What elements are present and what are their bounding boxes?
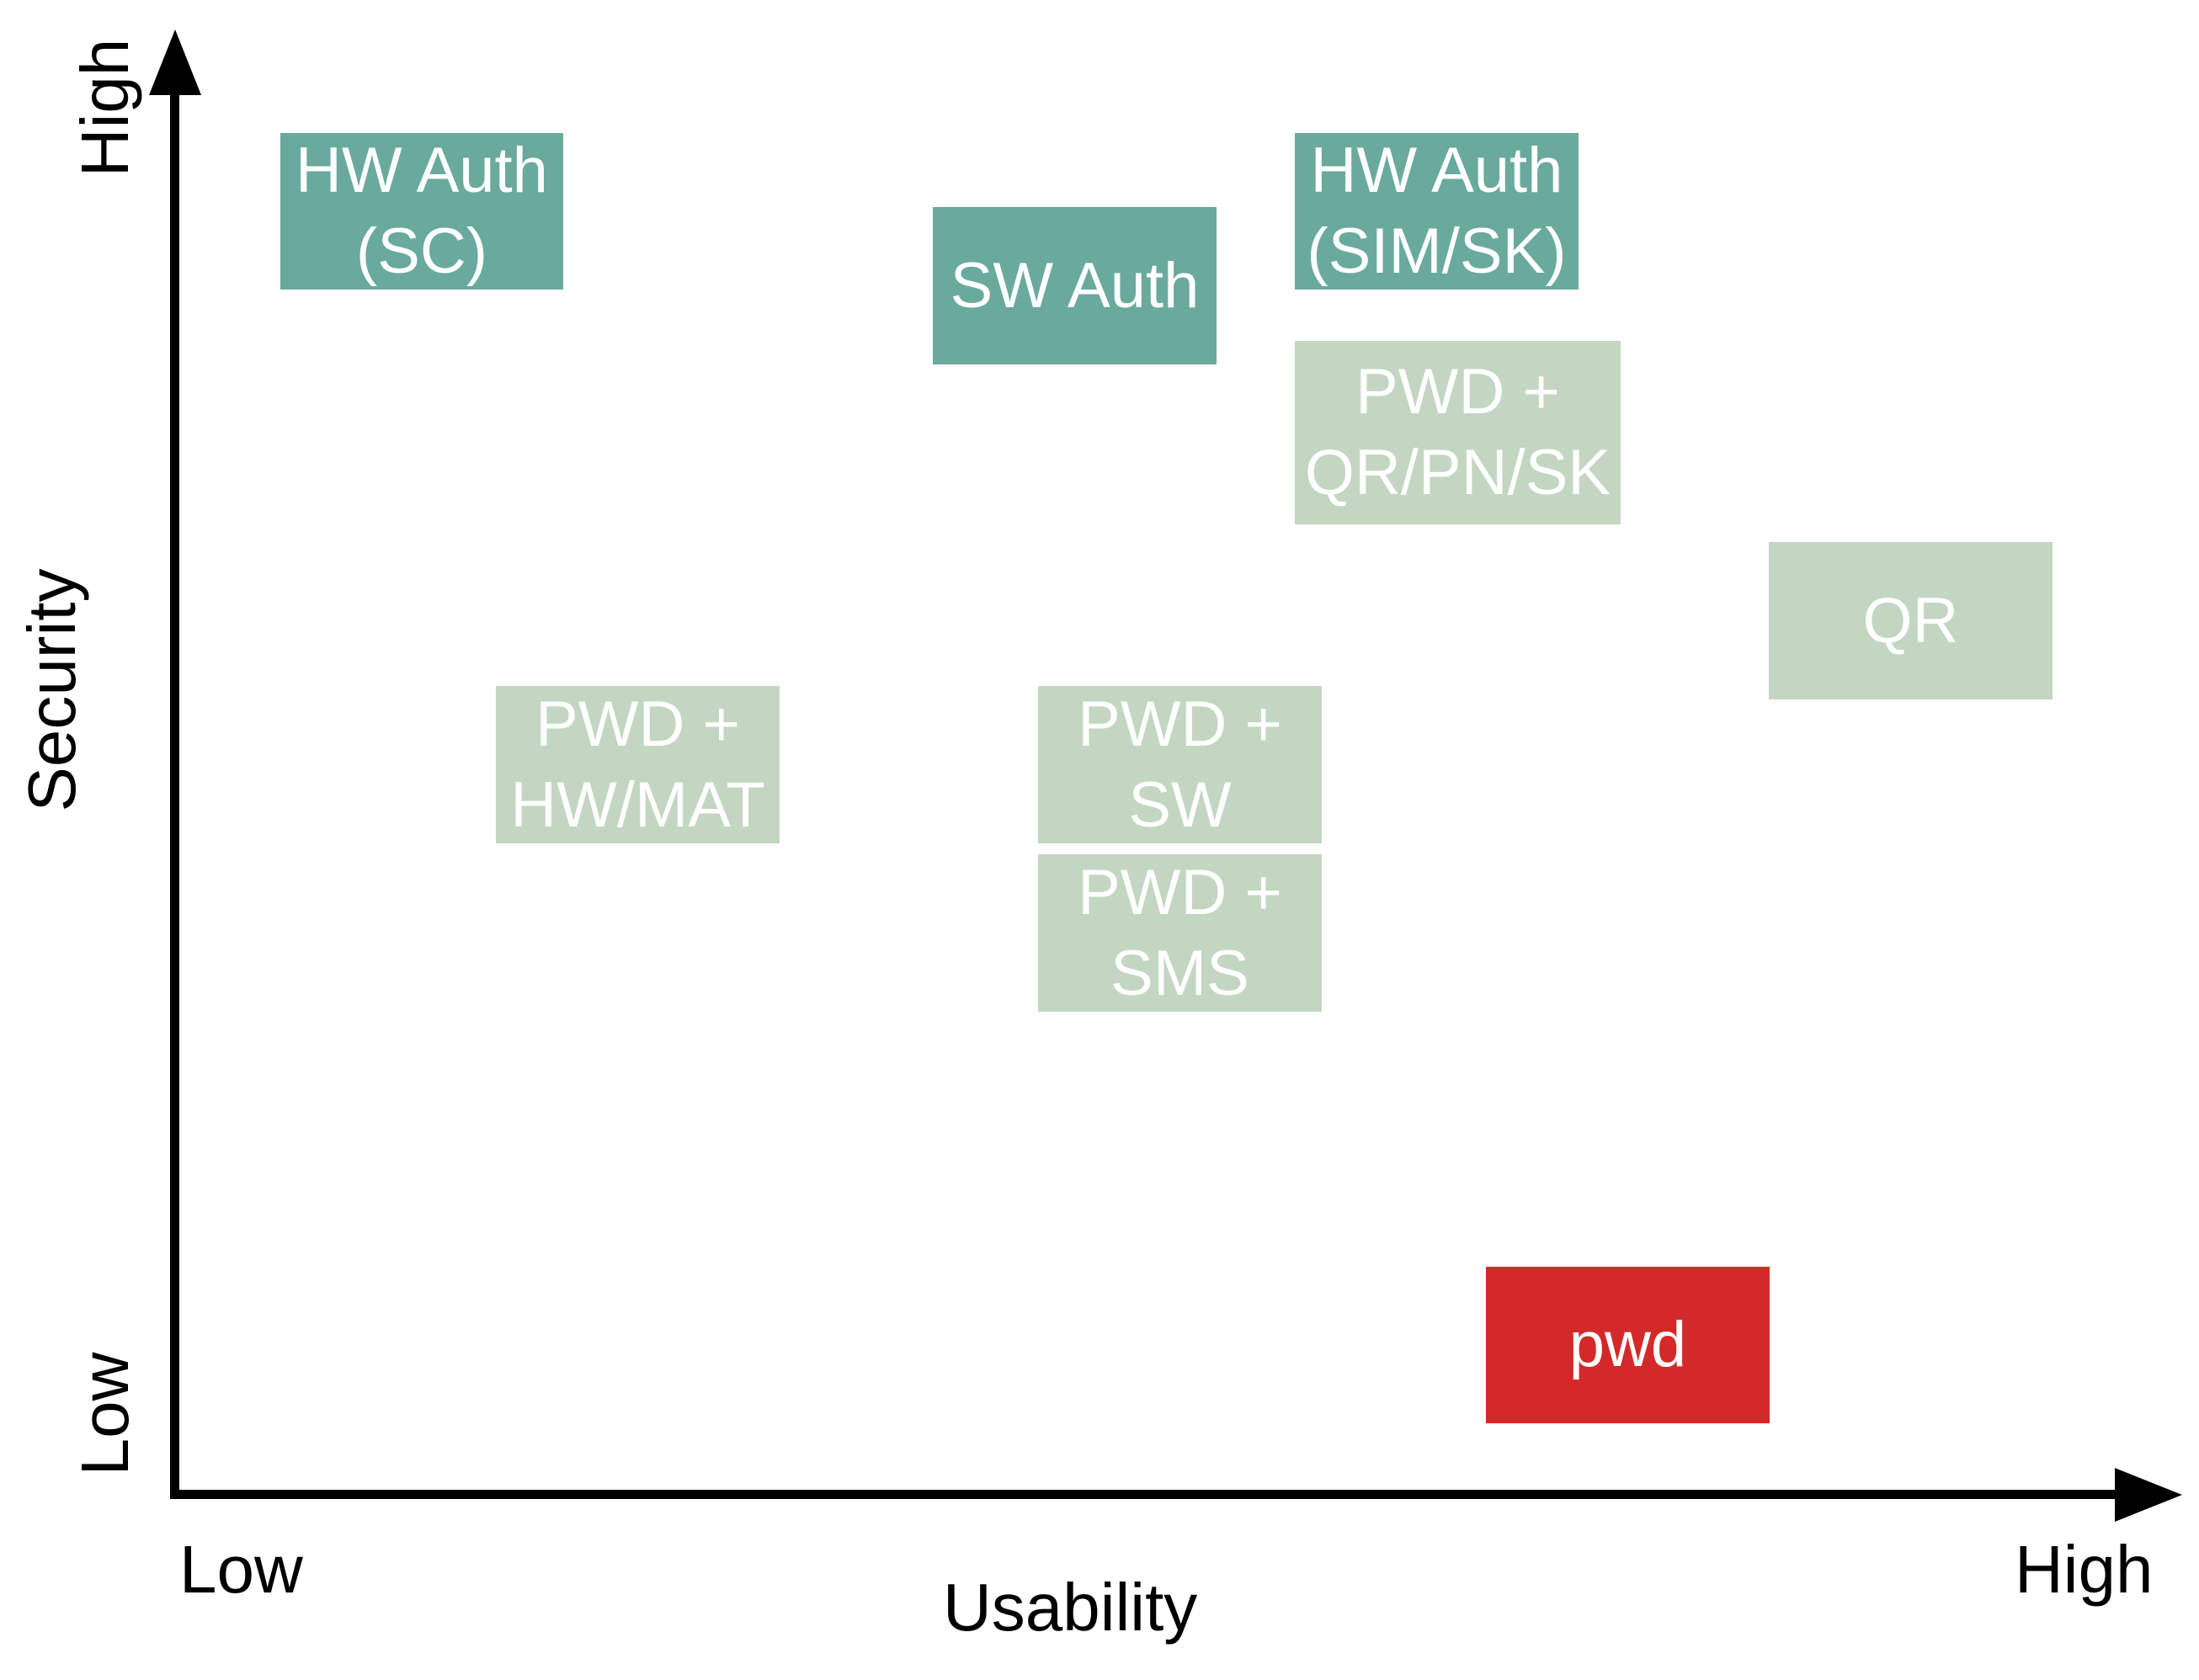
box-label-line-1: HW Auth: [1310, 135, 1563, 206]
y-axis-low-label: Low: [67, 1352, 142, 1476]
box-pwd: pwd: [1486, 1267, 1770, 1423]
box-hw-auth-sim-sk: HW Auth (SIM/SK): [1295, 133, 1579, 290]
box-pwd-sw: PWD + SW: [1038, 686, 1322, 843]
y-axis-line: [170, 59, 179, 1498]
box-label-line-2: SMS: [1110, 937, 1249, 1009]
box-label-line-2: SW: [1128, 768, 1232, 841]
x-axis-line: [170, 1490, 2140, 1499]
box-label-line-2: QR/PN/SK: [1304, 437, 1611, 508]
box-label-line-1: SW Auth: [950, 249, 1200, 322]
x-axis-low-label: Low: [179, 1532, 303, 1607]
box-qr: QR: [1769, 542, 2053, 699]
box-label-line-1: HW Auth: [296, 135, 548, 206]
x-axis-title: Usability: [943, 1570, 1198, 1645]
box-pwd-sms: PWD + SMS: [1038, 854, 1322, 1012]
x-axis-arrow-icon: [2115, 1468, 2182, 1522]
box-label-line-1: pwd: [1568, 1309, 1687, 1380]
y-axis-high-label: High: [67, 38, 142, 178]
y-axis-arrow-icon: [149, 29, 201, 95]
box-label-line-1: PWD +: [1355, 356, 1560, 428]
box-label-line-1: PWD +: [1078, 856, 1282, 928]
box-label-line-1: PWD +: [1078, 688, 1282, 760]
y-axis-title: Security: [14, 568, 89, 812]
box-label-line-1: QR: [1862, 584, 1959, 657]
box-sw-auth: SW Auth: [933, 207, 1217, 364]
box-hw-auth-sc: HW Auth (SC): [280, 133, 563, 290]
box-label-line-2: (SIM/SK): [1307, 215, 1567, 287]
x-axis-high-label: High: [2015, 1532, 2154, 1607]
box-label-line-2: HW/MAT: [510, 768, 765, 841]
box-pwd-qr-pn-sk: PWD + QR/PN/SK: [1295, 341, 1621, 524]
box-pwd-hw-mat: PWD + HW/MAT: [496, 686, 780, 843]
box-label-line-2: (SC): [355, 215, 488, 287]
box-label-line-1: PWD +: [535, 688, 740, 760]
